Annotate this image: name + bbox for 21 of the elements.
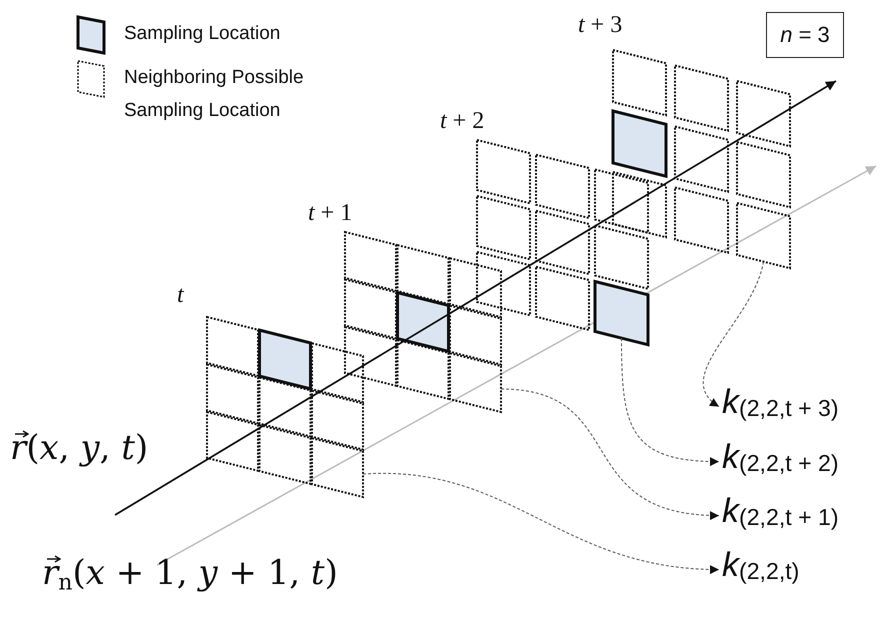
math-label: t + 3 — [578, 12, 622, 39]
kernel-label: k$_{(2,2,t + 1)}$ — [722, 494, 839, 529]
kernel-label: k$_{(2,2,t + 2)}$ — [722, 440, 839, 475]
math-label: t + 1 — [308, 200, 352, 227]
math-label: r$_{n}$(x + 1, y + 1, t) — [42, 553, 338, 596]
kernel-label: k$_{(2,2,t)}$ — [722, 548, 800, 583]
neighbor-cell — [736, 202, 791, 270]
count-box: n = 3 — [766, 12, 844, 58]
math-label: t + 2 — [440, 108, 484, 135]
dashed-arrow — [621, 338, 720, 466]
math-label: r(x, y, t) — [10, 428, 148, 468]
dashed-arrow — [500, 388, 720, 520]
math-label: t — [177, 282, 184, 309]
dashed-arrow — [362, 473, 720, 574]
kernel-label: k$_{(2,2,t + 3)}$ — [722, 385, 839, 420]
legend-label: Neighboring Possible Sampling Location — [124, 66, 305, 123]
neighbor-cell — [449, 352, 502, 414]
legend-label: Sampling Location — [124, 22, 282, 46]
neighbor-cell — [311, 436, 364, 498]
sampling-location-cell — [594, 280, 650, 347]
dashed-arrow — [702, 261, 764, 408]
